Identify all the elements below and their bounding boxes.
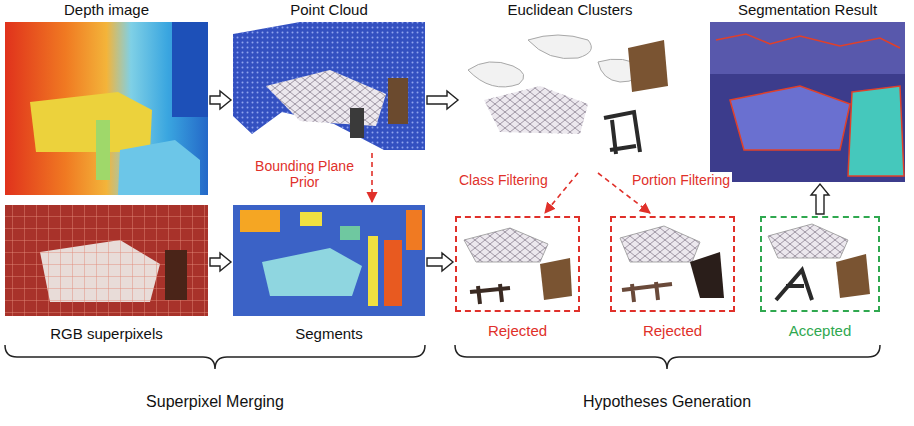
panel-caption: Euclidean Clusters [507,1,632,19]
image-panel: Depth image [5,22,208,195]
point-cloud [266,70,386,126]
hypothesis-box: Rejected [455,216,580,312]
rejected-hypothesis-art [464,228,572,304]
euclidean-clusters [528,35,591,59]
panel-caption: Point Cloud [290,1,368,19]
panel-caption: Accepted [789,322,852,340]
accepted-hypothesis-art [768,224,870,300]
rejected-hypothesis-art [620,226,724,302]
image-panel: RGB superpixels [5,205,208,316]
segmentation-result [848,86,904,176]
block-arrow [210,253,231,271]
image-panel: Segments [233,205,425,316]
stage-label: Superpixel Merging [146,392,284,411]
depth-image [172,22,208,117]
rejected-hypothesis-art [622,282,672,302]
euclidean-clusters [484,86,588,134]
rgb-superpixels [5,205,208,316]
image-panel: Segmentation Result [710,22,905,182]
segments-map [233,205,425,316]
accepted-hypothesis-art [776,270,812,300]
rejected-hypothesis-art [620,226,700,262]
edge-label: Class Filtering [457,172,550,188]
rejected-hypothesis-art [464,228,548,262]
segmentation-result [716,34,900,48]
bracket [5,345,880,369]
segments-map [300,212,322,226]
bracket [455,345,880,369]
panel-caption: Depth image [64,1,149,19]
accepted-hypothesis-art [836,254,870,298]
point-cloud [233,22,425,150]
euclidean-clusters [484,86,588,134]
accepted-hypothesis-art [768,224,848,258]
stage-label: Hypotheses Generation [583,392,751,411]
segments-map [406,210,422,250]
segments-map [262,248,362,296]
point-cloud [388,78,408,124]
panel-caption: RGB superpixels [50,325,163,343]
point-cloud [233,22,425,150]
block-arrow [427,253,453,271]
depth-image [30,92,152,152]
segments-map [233,205,425,316]
hypothesis-box: Rejected [610,216,735,312]
rgb-superpixels [5,205,208,316]
block-arrow [427,91,458,109]
bracket [5,345,425,369]
euclidean-clusters [468,62,524,87]
depth-image [5,22,208,195]
point-cloud [233,22,425,150]
edge-label: Portion Filtering [630,172,732,188]
rgb-superpixels [165,250,187,300]
panel-caption: Segments [295,325,363,343]
segmentation-result [710,22,905,182]
segments-map [384,240,402,306]
panel-caption: Rejected [643,322,702,340]
segments-map [240,210,280,232]
rejected-hypothesis-art [470,284,510,304]
edge-label: Bounding Plane Prior [250,158,359,190]
segments-map [340,226,360,240]
rejected-hypothesis-art [464,228,548,262]
rgb-superpixels [5,205,208,316]
depth-image [118,140,200,195]
panel-caption: Rejected [488,322,547,340]
rejected-hypothesis-art [690,252,724,298]
depth-image [96,120,110,180]
hypothesis-box: Accepted [760,216,880,312]
rejected-hypothesis-art [540,258,572,300]
segmentation-result [710,22,905,74]
segments-map [368,236,378,306]
euclidean-clusters [628,40,668,92]
dashed-arrow [545,173,578,213]
euclidean-clusters [604,112,640,154]
image-panel: Point Cloud [233,22,425,150]
block-arrow [811,184,829,214]
dashed-arrow [371,153,373,202]
accepted-hypothesis-art [768,224,848,258]
euclidean-clusters [468,35,668,154]
image-panel: Euclidean Clusters [460,22,680,170]
panel-caption: Segmentation Result [738,1,877,19]
block-arrow [210,91,231,109]
segmentation-result [710,22,905,182]
segmentation-result [730,86,850,150]
rejected-hypothesis-art [620,226,700,262]
point-cloud [350,108,364,138]
point-cloud [266,70,386,126]
depth-image [5,22,208,195]
